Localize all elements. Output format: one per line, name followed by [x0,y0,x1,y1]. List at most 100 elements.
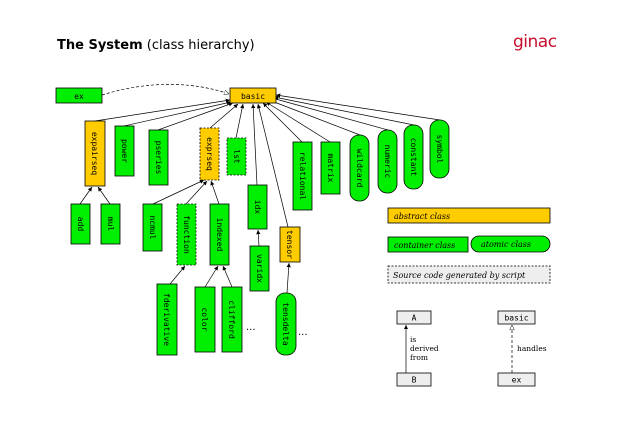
page-title: The System (class hierarchy) [57,38,255,53]
node-clifford: clifford [221,286,243,353]
node-indexed-label: indexed [215,218,224,252]
node-tensor: tensor [279,226,301,263]
node-numeric: numeric [377,129,398,194]
node-function-label: function [182,215,191,254]
edge-pseries-basic [157,102,234,131]
legend-container: container class [387,236,469,253]
node-add: add [70,203,91,245]
legend-derived-a: A [412,314,417,323]
node-symbol: symbol [429,119,450,179]
node-wildcard: wildcard [349,134,370,202]
node-fderivative: fderivative [156,283,178,356]
edge-constant-basic [273,95,415,126]
node-pseries: pseries [148,129,169,186]
node-relational-label: relational [298,152,307,200]
edge-indexed-exprseq [210,180,220,205]
legend-atomic: atomic class [470,235,551,253]
title-rest: (class hierarchy) [146,38,255,53]
legend-generated: Source code generated by script [387,265,551,284]
legend-generated-label: Source code generated by script [393,271,526,280]
node-color-label: color [200,307,209,331]
legend-derived-b: B [412,376,417,385]
edge-lst-basic [235,103,245,139]
node-matrix: matrix [320,141,341,195]
node-tensdelta: tensdelta [275,292,297,356]
edge-fderivative-function [169,265,186,285]
node-mul: mul [100,203,121,245]
node-fderivative-label: fderivative [162,293,171,346]
edges-level-2 [79,179,291,294]
node-ncmul: ncmul [142,203,163,252]
node-numeric-label: numeric [383,145,392,179]
legend-handles-ex: ex [512,376,522,385]
legend-derived-text-from: from [410,353,428,362]
ginac-logo: ginac [513,32,557,52]
edge-tensdelta-tensor [286,262,291,294]
node-basic: basic [229,87,277,104]
edge-add-expairseq [79,186,93,205]
edge-ncmul-exprseq [152,179,205,205]
node-idx-label: idx [253,200,262,215]
edge-symbol-basic [275,93,441,121]
node-ncmul-label: ncmul [148,215,157,239]
edge-varidx-idx [256,229,261,247]
legend-container-label: container class [394,241,455,250]
node-basic-label: basic [241,92,265,101]
node-tensdelta-label: tensdelta [281,302,290,346]
edge-color-indexed [204,265,219,288]
node-lst-label: lst [232,149,241,164]
legend-handles: basic ex handles [497,310,547,387]
node-add-label: add [76,217,85,232]
edge-numeric-basic [271,97,389,131]
edge-matrix-basic [265,101,331,143]
edge-relational-basic [262,102,303,143]
node-symbol-label: symbol [435,135,444,164]
node-constant: constant [403,124,424,190]
edge-power-basic [123,100,232,127]
node-wildcard-label: wildcard [355,149,364,188]
node-color: color [194,286,216,353]
edge-ex-handles-basic [101,84,229,96]
node-pseries-label: pseries [154,141,163,175]
node-clifford-label: clifford [227,300,236,339]
edge-mul-expairseq [97,186,111,205]
node-tensor-label: tensor [285,230,294,259]
legend-derived: A B is derived from [396,310,439,387]
edge-exprseq-basic [209,103,239,129]
node-constant-label: constant [409,138,418,177]
node-expairseq-label: expairseq [90,132,99,176]
edge-tensor-basic [256,103,289,228]
legend-handles-text: handles [517,344,547,353]
node-ex-label: ex [74,92,84,101]
edge-expairseq-basic [94,98,231,122]
edge-idx-basic [251,103,258,186]
legend-abstract-label: abstract class [394,212,450,221]
edge-clifford-indexed [222,265,233,288]
node-exprseq-label: exprseq [205,137,214,171]
node-matrix-label: matrix [326,154,335,183]
node-function: function [176,203,197,266]
node-power-label: power [120,139,129,163]
node-mul-label: mul [106,217,115,232]
ellipsis-indexed: ... [246,322,256,333]
edge-wildcard-basic [268,99,361,136]
legend-abstract: abstract class [387,207,551,224]
node-expairseq: expairseq [84,120,106,187]
edge-function-exprseq [185,180,208,205]
ellipsis-tensor: ... [298,327,308,338]
legend-atomic-label: atomic class [481,240,531,249]
node-varidx-label: varidx [255,254,264,283]
node-ex: ex [55,87,103,104]
node-varidx: varidx [249,245,270,292]
legend-handles-basic: basic [504,314,528,323]
node-exprseq: exprseq [199,127,220,181]
node-indexed: indexed [209,203,230,266]
node-power: power [114,125,135,177]
node-lst: lst [226,137,247,176]
node-idx: idx [247,184,268,230]
legend-derived-text-is: is [410,335,416,344]
legend-derived-text-derived: derived [410,344,439,353]
node-relational: relational [292,141,313,211]
title-bold: The System [57,38,143,53]
